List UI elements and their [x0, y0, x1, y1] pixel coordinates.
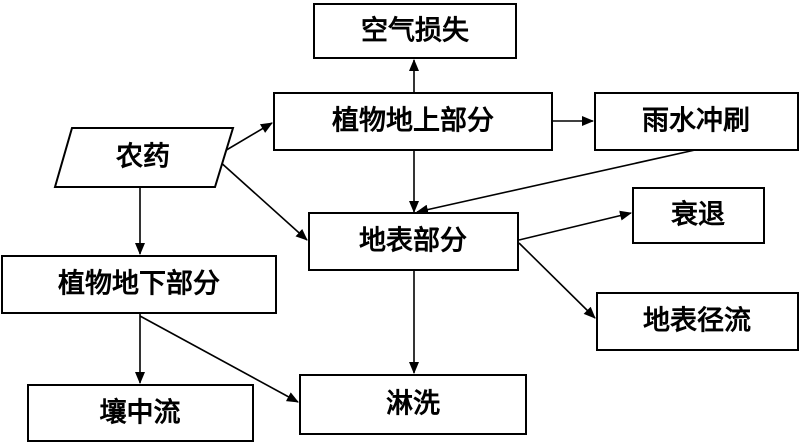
- box-shape: [594, 92, 799, 151]
- box-shape: [632, 187, 765, 244]
- node-label: 地表部分: [359, 225, 467, 257]
- node-label: 衰退: [671, 199, 725, 231]
- parallelogram-shape: [53, 127, 235, 188]
- node-pesticide: 农药: [53, 127, 235, 188]
- node-label: 壤中流: [100, 397, 181, 429]
- box-shape: [1, 255, 277, 314]
- node-label: 淋洗: [386, 389, 440, 420]
- node-air-loss: 空气损失: [313, 3, 517, 59]
- node-underground: 植物地下部分: [1, 255, 277, 314]
- arrow-surface-to-runoff: [518, 242, 596, 319]
- node-aboveground: 植物地上部分: [273, 92, 553, 151]
- box-shape: [27, 384, 254, 442]
- node-runoff: 地表径流: [596, 292, 799, 351]
- arrow-surface-to-decline: [518, 210, 632, 241]
- edges: [135, 59, 696, 403]
- box-shape: [299, 374, 527, 435]
- node-label: 植物地下部分: [58, 268, 220, 300]
- box-shape: [308, 212, 519, 271]
- arrow-rain-wash-to-surface: [416, 149, 696, 215]
- box-shape: [313, 3, 517, 59]
- node-leaching: 淋洗: [299, 374, 527, 435]
- box-shape: [596, 292, 799, 351]
- node-label: 雨水冲刷: [642, 106, 750, 137]
- arrow-pesticide-to-surface: [217, 159, 308, 241]
- node-rain-wash: 雨水冲刷: [594, 92, 799, 151]
- box-shape: [273, 92, 553, 151]
- node-surface: 地表部分: [308, 212, 519, 271]
- node-label: 植物地上部分: [332, 105, 494, 137]
- arrow-underground-to-leaching: [139, 315, 299, 403]
- node-label: 地表径流: [643, 306, 751, 337]
- node-label: 空气损失: [361, 15, 470, 47]
- node-decline: 衰退: [632, 187, 765, 244]
- node-soil-flow: 壤中流: [27, 384, 254, 442]
- node-label: 农药: [115, 142, 170, 173]
